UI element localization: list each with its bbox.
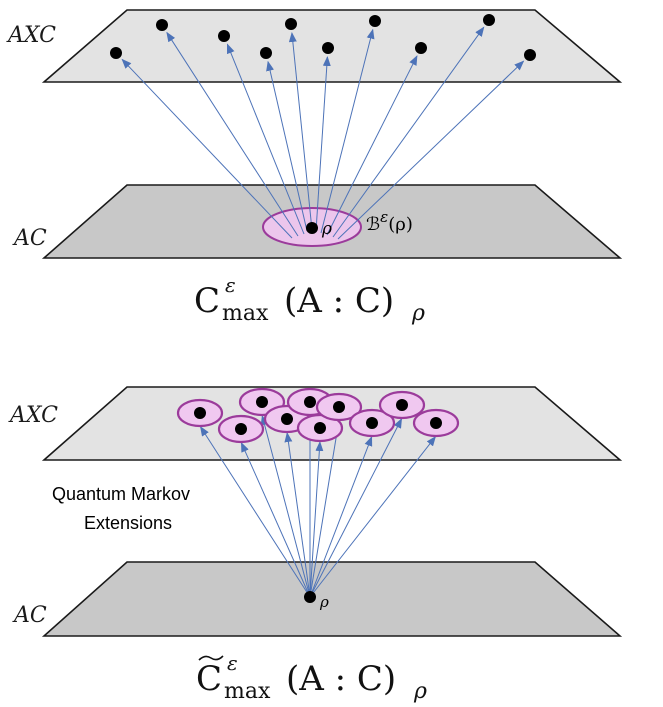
extension-ball-group-bottom [176, 387, 460, 444]
extension-dot-group-top [110, 14, 536, 61]
lower-plane-label: AC [12, 603, 47, 628]
extension-point-dot [260, 47, 272, 59]
formula-bottom-sup: ε [227, 651, 238, 675]
state-rho-dot [304, 591, 316, 603]
panel-top: AXC AC ρ ℬε(ρ) C ε max (A : C) ρ [6, 9, 623, 326]
formula-top-sup: ε [225, 273, 236, 297]
formula-bottom-base: C [196, 659, 222, 699]
extension-arrow [309, 420, 342, 598]
formula-top-base: C [194, 281, 220, 321]
extension-arrow [284, 431, 311, 598]
formula-top-subscript: ρ [411, 301, 425, 326]
markov-extension-dot [256, 396, 268, 408]
extension-point-dot [156, 19, 168, 31]
markov-extension-dot [396, 399, 408, 411]
extension-point-dot [110, 47, 122, 59]
upper-plane-label: AXC [8, 403, 58, 428]
markov-extension-dot [304, 396, 316, 408]
extension-arrow [199, 425, 311, 598]
extension-arrow [315, 55, 331, 232]
state-rho-label: ρ [319, 593, 329, 611]
panel-bottom: AXC AC Quantum Markov Extensions ρ C ε m… [8, 386, 623, 704]
extension-arrow [121, 58, 293, 239]
extension-arrow [288, 31, 313, 231]
extension-arrow [226, 43, 305, 235]
extension-arrow [309, 436, 437, 598]
markov-extension-dot [281, 413, 293, 425]
markov-extension-dot [314, 422, 326, 434]
formula-top: C ε max (A : C) ρ [194, 273, 425, 326]
markov-extension-dot [430, 417, 442, 429]
extension-arrow [309, 436, 373, 598]
lower-plane-ac [41, 561, 623, 637]
extension-point-dot [483, 14, 495, 26]
extension-arrow [337, 60, 525, 240]
state-rho-dot [306, 222, 318, 234]
extension-arrow [332, 26, 485, 238]
extension-arrow [266, 60, 308, 232]
extension-point-dot [415, 42, 427, 54]
extension-arrow [240, 442, 311, 598]
formula-bottom-args: (A : C) [286, 659, 396, 699]
extension-arrow [320, 28, 375, 234]
formula-top-args: (A : C) [284, 281, 394, 321]
ball-label-arg: (ρ) [388, 214, 413, 235]
formula-bottom-sub: max [224, 679, 271, 704]
markov-extension-dot [333, 401, 345, 413]
arrow-group-top [121, 26, 525, 240]
state-rho-label: ρ [321, 219, 332, 239]
upper-plane-label: AXC [6, 23, 56, 48]
extension-point-dot [322, 42, 334, 54]
markov-extension-dot [235, 423, 247, 435]
lower-plane-label: AC [12, 226, 47, 251]
annotation-line-2: Extensions [84, 513, 172, 533]
arrow-group-bottom [199, 415, 437, 598]
ball-label-epsilon: ε [380, 208, 388, 226]
extension-point-dot [524, 49, 536, 61]
ball-label-symbol: ℬ [366, 214, 380, 235]
annotation-line-1: Quantum Markov [52, 484, 190, 504]
extension-point-dot [218, 30, 230, 42]
ball-label: ℬε(ρ) [366, 208, 413, 235]
markov-extension-dot [366, 417, 378, 429]
formula-bottom-tilde [198, 655, 224, 661]
markov-extension-dot [194, 407, 206, 419]
extension-arrow [260, 415, 311, 598]
extension-point-dot [369, 15, 381, 27]
formula-bottom: C ε max (A : C) ρ [196, 651, 427, 704]
extension-point-dot [285, 18, 297, 30]
formula-top-sub: max [222, 301, 269, 326]
extension-arrow [166, 31, 299, 237]
formula-bottom-subscript: ρ [413, 679, 427, 704]
extension-arrow [326, 55, 418, 236]
extension-arrow [309, 441, 324, 598]
extension-arrow [309, 418, 403, 598]
